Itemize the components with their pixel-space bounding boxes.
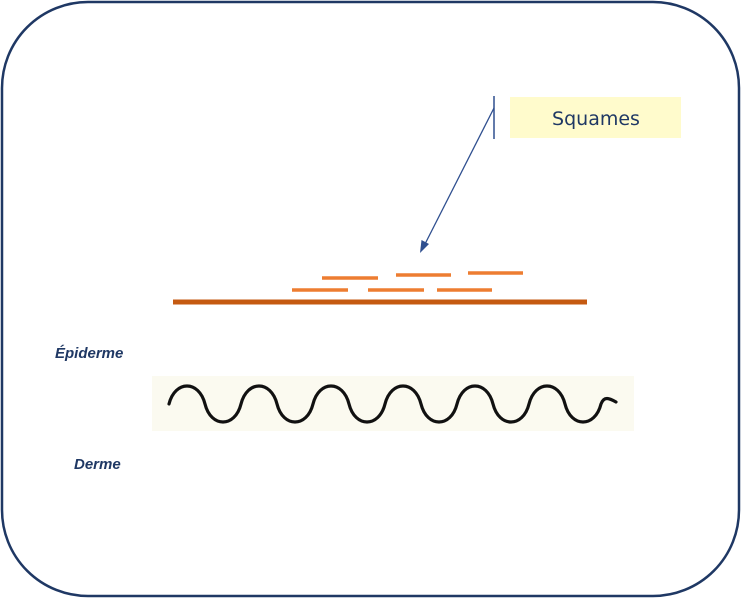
squames-callout-box [510,97,681,138]
callout-arrow-line [423,107,495,247]
wave-band [152,376,634,431]
squames-callout-label: Squames [552,108,640,130]
epidermis-label: Épiderme [55,345,123,362]
dermis-label: Derme [74,456,121,473]
callout-arrowhead [420,240,429,253]
dermo-epidermal-junction-wave [167,384,618,424]
squames-scales [292,271,523,292]
